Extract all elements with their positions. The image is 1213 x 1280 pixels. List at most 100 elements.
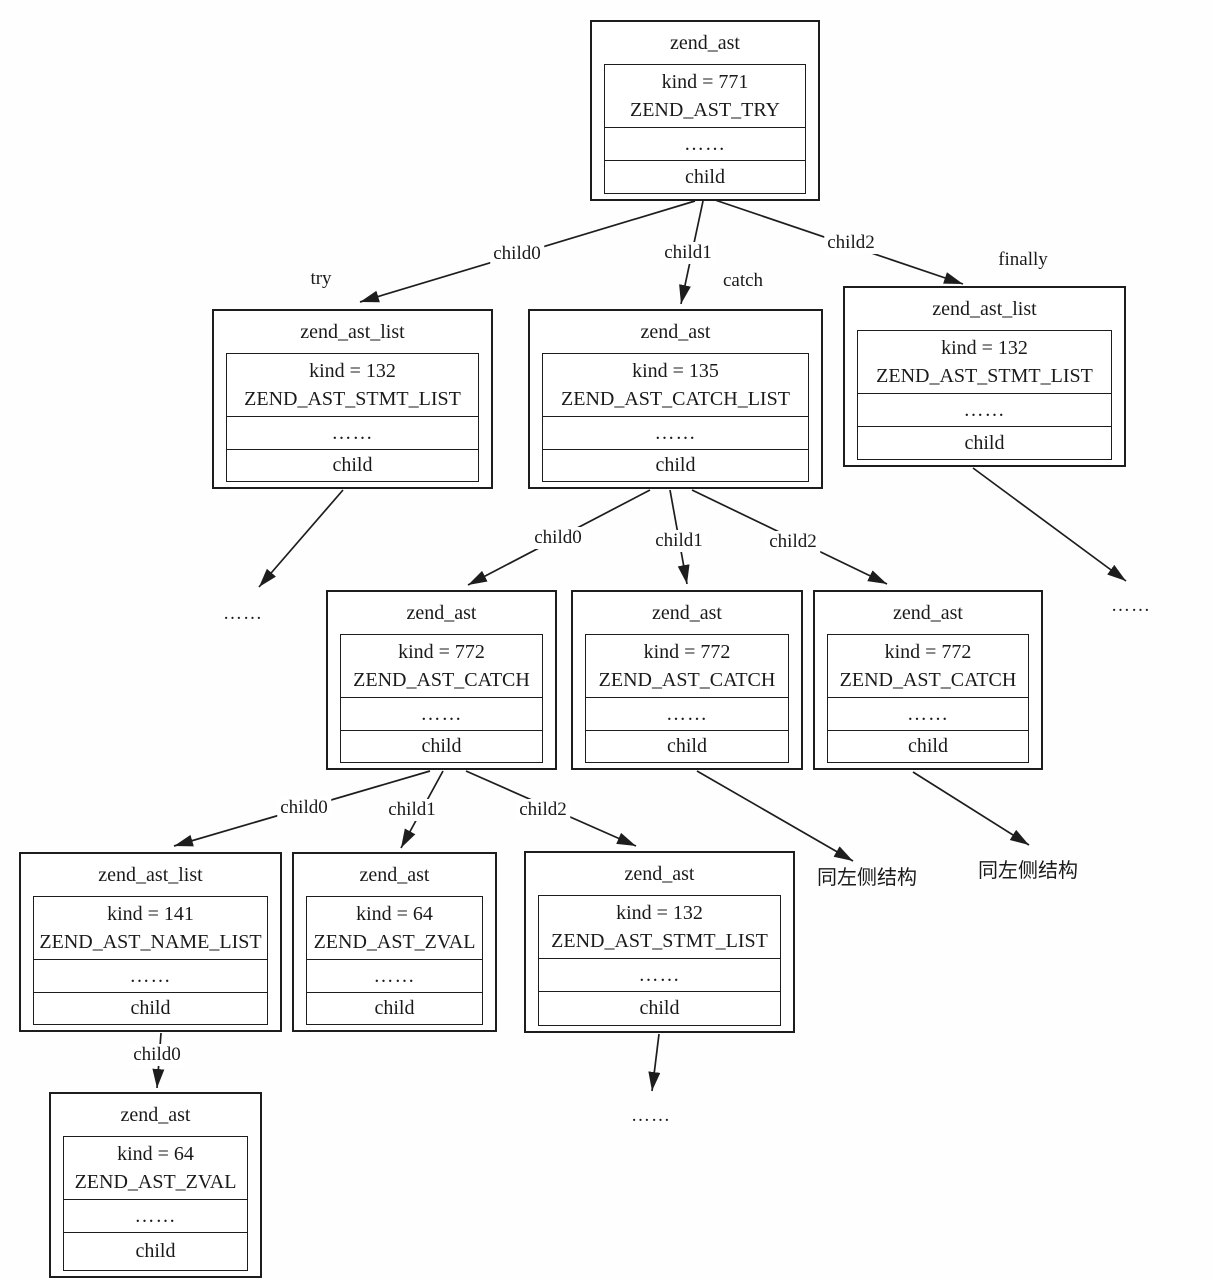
edge-label-root-child1: child1 [661, 242, 715, 264]
node-kind-constant: ZEND_AST_CATCH [839, 669, 1017, 691]
edge-label-catch0-child2: child2 [516, 799, 570, 821]
node-kind-row: kind = 132 ZEND_AST_STMT_LIST [539, 896, 780, 959]
node-kind-constant: ZEND_AST_TRY [630, 99, 780, 121]
node-child-row: child [130, 997, 171, 1019]
node-child-row: child [332, 454, 373, 476]
node-ellipsis-row: …… [858, 394, 1111, 427]
node-kind-value: kind = 132 [309, 360, 396, 382]
node-fields: kind = 132 ZEND_AST_STMT_LIST …… child [857, 330, 1112, 460]
node-zval-name: zend_ast kind = 64 ZEND_AST_ZVAL …… chil… [292, 852, 497, 1032]
node-title: zend_ast [670, 31, 740, 54]
node-zval-class: zend_ast kind = 64 ZEND_AST_ZVAL …… chil… [49, 1092, 262, 1278]
node-title: zend_ast [652, 601, 722, 624]
node-fields: kind = 132 ZEND_AST_STMT_LIST …… child [538, 895, 781, 1026]
node-fields: kind = 141 ZEND_AST_NAME_LIST …… child [33, 896, 268, 1025]
edge-label-root-child0: child0 [490, 243, 544, 265]
edge-finally-list-to-ellipsis [972, 467, 1127, 582]
node-kind-value: kind = 132 [616, 902, 703, 924]
node-kind-value: kind = 132 [941, 337, 1028, 359]
edge-label-catchlist-child2: child2 [766, 531, 820, 553]
node-kind-row: kind = 132 ZEND_AST_STMT_LIST [858, 331, 1111, 394]
node-catch-1: zend_ast kind = 772 ZEND_AST_CATCH …… ch… [571, 590, 803, 770]
node-kind-constant: ZEND_AST_NAME_LIST [39, 931, 262, 953]
node-catch-0: zend_ast kind = 772 ZEND_AST_CATCH …… ch… [326, 590, 557, 770]
node-ellipsis-row: …… [227, 417, 478, 450]
node-fields: kind = 64 ZEND_AST_ZVAL …… child [306, 896, 483, 1025]
node-kind-constant: ZEND_AST_ZVAL [313, 931, 476, 953]
annotation-same-structure-1: 同左侧结构 [817, 867, 917, 889]
ellipsis-stmt-subtree: …… [631, 1105, 671, 1126]
node-kind-value: kind = 771 [661, 71, 749, 93]
edge-catch2-to-same-structure [912, 771, 1030, 846]
node-child-row: child [667, 735, 707, 757]
edge-label-catchlist-child1: child1 [652, 530, 706, 552]
node-title: zend_ast [640, 320, 711, 343]
node-kind-row: kind = 135 ZEND_AST_CATCH_LIST [543, 354, 808, 417]
node-title: zend_ast_list [932, 297, 1037, 320]
ellipsis-finally-subtree: …… [1111, 595, 1151, 616]
node-fields: kind = 771 ZEND_AST_TRY …… child [604, 64, 806, 194]
annotation-same-structure-2: 同左侧结构 [978, 860, 1078, 882]
node-title: zend_ast_list [300, 320, 405, 343]
node-kind-constant: ZEND_AST_STMT_LIST [551, 930, 768, 952]
node-title: zend_ast [893, 601, 963, 624]
node-title: zend_ast [624, 862, 695, 885]
node-kind-constant: ZEND_AST_CATCH [353, 669, 530, 691]
node-kind-row: kind = 141 ZEND_AST_NAME_LIST [34, 897, 267, 960]
edge-catch1-to-same-structure [696, 770, 854, 862]
node-kind-row: kind = 132 ZEND_AST_STMT_LIST [227, 354, 478, 417]
edge-label-catchlist-child0: child0 [531, 527, 585, 549]
branch-label-catch: catch [722, 270, 764, 291]
node-child-row: child [964, 431, 1005, 454]
node-fields: kind = 772 ZEND_AST_CATCH …… child [585, 634, 789, 763]
node-ellipsis-row: …… [605, 128, 805, 161]
node-fields: kind = 772 ZEND_AST_CATCH …… child [340, 634, 543, 763]
node-name-list: zend_ast_list kind = 141 ZEND_AST_NAME_L… [19, 852, 282, 1032]
node-zend-ast-try: zend_ast kind = 771 ZEND_AST_TRY …… chil… [590, 20, 820, 201]
node-ellipsis-row: …… [64, 1200, 247, 1233]
node-kind-constant: ZEND_AST_ZVAL [74, 1171, 237, 1193]
node-fields: kind = 132 ZEND_AST_STMT_LIST …… child [226, 353, 479, 482]
node-kind-value: kind = 141 [107, 903, 194, 925]
edge-label-catch0-child0: child0 [277, 797, 331, 819]
node-child-row: child [374, 997, 415, 1019]
node-catch-2: zend_ast kind = 772 ZEND_AST_CATCH …… ch… [813, 590, 1043, 770]
edge-stmt-list-to-ellipsis [648, 1033, 661, 1092]
node-catch-list: zend_ast kind = 135 ZEND_AST_CATCH_LIST … [528, 309, 823, 489]
node-fields: kind = 772 ZEND_AST_CATCH …… child [827, 634, 1029, 763]
node-fields: kind = 135 ZEND_AST_CATCH_LIST …… child [542, 353, 809, 482]
node-child-row: child [135, 1240, 176, 1262]
node-child-row: child [685, 165, 725, 188]
node-child-row: child [639, 997, 680, 1019]
node-kind-value: kind = 772 [398, 641, 485, 663]
node-ellipsis-row: …… [34, 960, 267, 993]
node-finally-stmt-list: zend_ast_list kind = 132 ZEND_AST_STMT_L… [843, 286, 1126, 467]
node-kind-row: kind = 771 ZEND_AST_TRY [605, 65, 805, 128]
node-kind-row: kind = 64 ZEND_AST_ZVAL [307, 897, 482, 960]
node-kind-value: kind = 135 [632, 360, 719, 382]
edge-label-root-child2: child2 [824, 232, 878, 254]
node-kind-constant: ZEND_AST_STMT_LIST [244, 388, 461, 410]
branch-label-try: try [310, 268, 332, 289]
node-kind-value: kind = 64 [117, 1143, 194, 1165]
node-ellipsis-row: …… [341, 698, 542, 731]
node-child-row: child [421, 735, 462, 757]
node-kind-value: kind = 772 [643, 641, 731, 663]
node-ellipsis-row: …… [307, 960, 482, 993]
node-kind-constant: ZEND_AST_CATCH [598, 669, 776, 691]
node-kind-constant: ZEND_AST_CATCH_LIST [561, 388, 790, 410]
node-fields: kind = 64 ZEND_AST_ZVAL …… child [63, 1136, 248, 1271]
edge-try-list-to-ellipsis [258, 489, 344, 588]
node-child-row: child [908, 735, 948, 757]
node-kind-row: kind = 772 ZEND_AST_CATCH [828, 635, 1028, 698]
node-title: zend_ast [120, 1103, 191, 1126]
node-kind-value: kind = 772 [884, 641, 972, 663]
node-kind-constant: ZEND_AST_STMT_LIST [876, 365, 1093, 387]
node-child-row: child [655, 454, 696, 476]
branch-label-finally: finally [998, 249, 1048, 270]
node-kind-row: kind = 772 ZEND_AST_CATCH [586, 635, 788, 698]
node-kind-row: kind = 64 ZEND_AST_ZVAL [64, 1137, 247, 1200]
node-ellipsis-row: …… [539, 959, 780, 992]
node-title: zend_ast [359, 863, 430, 886]
